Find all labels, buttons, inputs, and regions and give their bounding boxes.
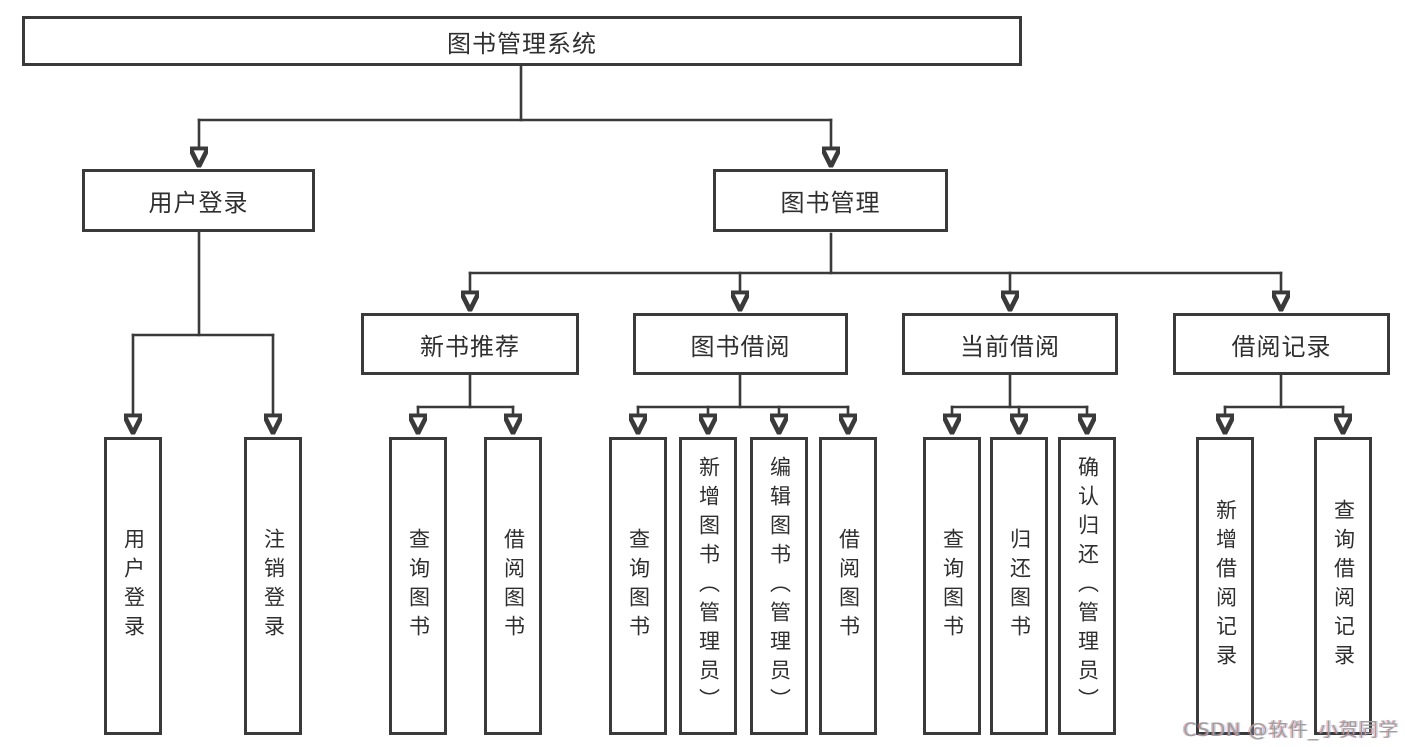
node-user-login-label: 用户登录 <box>148 189 249 217</box>
node-new-book-recommend-label: 新书推荐 <box>420 332 520 361</box>
leaf-query-books-current: 查询图书 <box>923 437 981 735</box>
leaf-borrow-books-recommend-label: 借阅图书 <box>501 528 526 644</box>
node-new-book-recommend: 新书推荐 <box>361 313 579 375</box>
leaf-query-borrow-record-label: 查询借阅记录 <box>1331 499 1356 673</box>
leaf-add-borrow-record-label: 新增借阅记录 <box>1213 499 1238 673</box>
leaf-logout-label: 注销登录 <box>261 528 286 644</box>
node-book-borrowing: 图书借阅 <box>633 313 848 375</box>
node-root-system: 图书管理系统 <box>22 16 1022 66</box>
node-book-management: 图书管理 <box>713 169 948 232</box>
leaf-return-books: 归还图书 <box>990 437 1048 735</box>
leaf-confirm-return-admin: 确认归还（管理员） <box>1058 437 1116 735</box>
leaf-query-books-recommend-label: 查询图书 <box>406 528 431 644</box>
leaf-query-books-current-label: 查询图书 <box>940 528 965 644</box>
csdn-watermark: CSDN @软件_小贺同学 <box>1183 719 1399 741</box>
leaf-query-books-borrowing: 查询图书 <box>609 437 667 735</box>
leaf-query-books-recommend: 查询图书 <box>389 437 447 735</box>
leaf-return-books-label: 归还图书 <box>1007 528 1032 644</box>
leaf-add-borrow-record: 新增借阅记录 <box>1196 437 1254 735</box>
leaf-user-login: 用户登录 <box>104 437 162 735</box>
leaf-borrow-books-label: 借阅图书 <box>836 528 861 644</box>
node-book-borrowing-label: 图书借阅 <box>690 332 791 361</box>
leaf-add-books-admin-label: 新增图书（管理员） <box>696 455 721 717</box>
leaf-borrow-books-recommend: 借阅图书 <box>484 437 542 735</box>
leaf-edit-books-admin: 编辑图书（管理员） <box>750 437 808 735</box>
leaf-logout: 注销登录 <box>244 437 302 735</box>
node-borrowing-records-label: 借阅记录 <box>1231 332 1332 361</box>
node-user-login: 用户登录 <box>82 169 315 232</box>
node-current-borrowing: 当前借阅 <box>902 313 1118 375</box>
leaf-query-borrow-record: 查询借阅记录 <box>1314 437 1372 735</box>
leaf-borrow-books: 借阅图书 <box>819 437 877 735</box>
leaf-add-books-admin: 新增图书（管理员） <box>679 437 737 735</box>
leaf-confirm-return-admin-label: 确认归还（管理员） <box>1075 455 1100 717</box>
node-current-borrowing-label: 当前借阅 <box>960 332 1060 361</box>
leaf-user-login-label: 用户登录 <box>121 528 146 644</box>
node-book-management-label: 图书管理 <box>780 189 881 217</box>
node-root-label: 图书管理系统 <box>447 29 597 58</box>
leaf-query-books-borrowing-label: 查询图书 <box>626 528 651 644</box>
leaf-edit-books-admin-label: 编辑图书（管理员） <box>767 455 792 717</box>
node-borrowing-records: 借阅记录 <box>1173 313 1390 375</box>
